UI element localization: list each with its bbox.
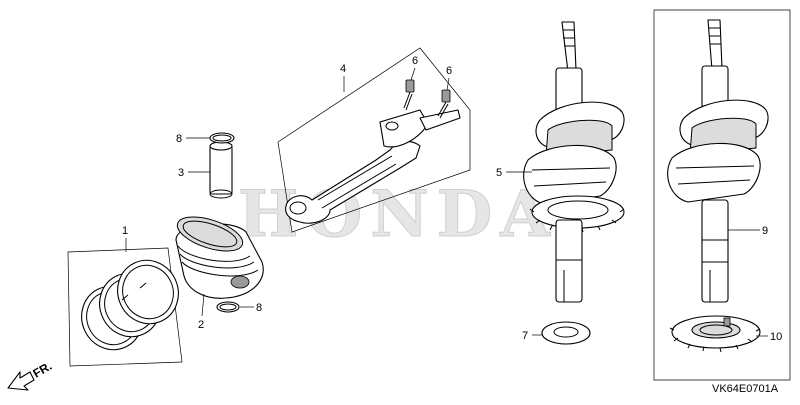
callout-6b: 6 — [446, 65, 452, 91]
svg-text:1: 1 — [122, 225, 128, 237]
direction-label: FR. — [31, 359, 55, 381]
front-direction-arrow-icon — [7, 371, 35, 391]
brand-watermark: HONDA — [238, 177, 558, 252]
svg-text:6: 6 — [446, 65, 452, 77]
piston-pin-clip-bottom[interactable] — [216, 301, 240, 313]
svg-text:8: 8 — [176, 133, 182, 145]
callout-7: 7 — [522, 330, 542, 342]
svg-text:6: 6 — [412, 55, 418, 67]
svg-text:8: 8 — [256, 302, 262, 314]
callout-3: 3 — [178, 167, 210, 179]
variant-frame — [653, 9, 791, 381]
callout-8b: 8 — [240, 302, 262, 314]
svg-text:3: 3 — [178, 167, 184, 179]
rod-bolt-right[interactable] — [437, 89, 451, 119]
crankshaft[interactable] — [667, 19, 769, 303]
svg-text:2: 2 — [198, 319, 204, 331]
callout-2: 2 — [198, 293, 205, 331]
piston-pin-clip-top[interactable] — [209, 132, 235, 144]
piston-ring-set[interactable] — [67, 247, 189, 367]
callout-10: 10 — [756, 331, 782, 343]
rod-bolt-left[interactable] — [403, 79, 415, 111]
diagram-code: VK64E0701A — [712, 383, 779, 395]
svg-text:7: 7 — [522, 330, 528, 342]
crankshaft-gear[interactable] — [669, 315, 761, 353]
piston[interactable] — [173, 210, 264, 299]
crankshaft-with-gear[interactable] — [523, 21, 625, 303]
callout-9: 9 — [728, 225, 768, 237]
svg-text:5: 5 — [496, 167, 502, 179]
thrust-washer[interactable] — [541, 321, 591, 345]
callout-8a: 8 — [176, 133, 210, 145]
crankshaft-variant-box — [653, 9, 791, 381]
connecting-rod-assembly[interactable] — [277, 47, 471, 233]
callout-1: 1 — [122, 225, 128, 252]
svg-text:4: 4 — [340, 63, 346, 75]
callout-5: 5 — [496, 167, 532, 179]
svg-text:9: 9 — [762, 225, 768, 237]
callout-6a: 6 — [410, 55, 418, 81]
callout-4: 4 — [340, 63, 346, 92]
svg-text:10: 10 — [770, 331, 782, 343]
ring-set-frame — [67, 247, 183, 367]
piston-pin[interactable] — [209, 141, 233, 199]
piston-rings — [81, 259, 179, 351]
